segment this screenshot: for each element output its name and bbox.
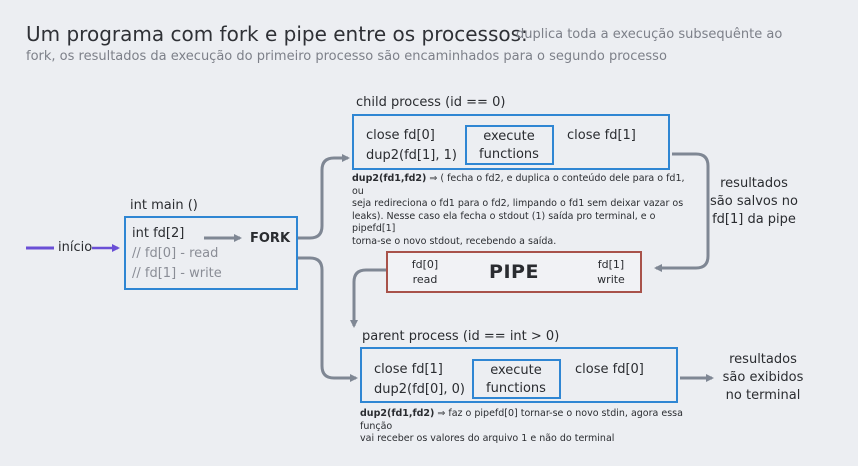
child-note-bold: dup2(fd1,fd2) (352, 173, 427, 184)
child-close-read: close fd[0] (366, 128, 435, 143)
child-close-write: close fd[1] (567, 128, 636, 143)
parent-note-bold: dup2(fd1,fd2) (360, 408, 435, 419)
main-fd-declaration: int fd[2] (132, 226, 185, 241)
diagram-title: Um programa com fork e pipe entre os pro… (26, 22, 528, 46)
parent-functions-label: functions (486, 381, 546, 396)
child-note-line-3: leaks). Nesse caso ela fecha o stdout (1… (352, 210, 656, 235)
fork-label: FORK (250, 231, 291, 246)
main-comment-write: // fd[1] - write (132, 266, 222, 281)
pipe-box: fd[0] read PIPE fd[1] write (386, 251, 642, 293)
pipe-read-label: read (412, 273, 438, 286)
parent-process-header: parent process (id == int > 0) (362, 329, 560, 344)
start-label: início (58, 240, 93, 255)
pipe-write-end: fd[1] write (594, 257, 628, 287)
main-box: int fd[2] // fd[0] - read // fd[1] - wri… (124, 216, 298, 290)
parent-execute-box: execute functions (472, 359, 561, 399)
subtitle-line-1: duplica toda a execução subsequênte ao (516, 27, 783, 42)
child-functions-label: functions (479, 147, 539, 162)
child-note-line-1: ⇒ ( fecha o fd2, e duplica o conteúdo de… (352, 173, 685, 197)
main-to-parent-arrow (298, 256, 358, 382)
parent-result-line-2: são exibidos (722, 370, 804, 385)
parent-close-write: close fd[1] (374, 362, 443, 377)
main-comment-read: // fd[0] - read (132, 246, 219, 261)
parent-dup2: dup2(fd[0], 0) (374, 382, 465, 397)
parent-note-line-2: vai receber os valores do arquivo 1 e nã… (360, 433, 615, 444)
child-result-line-3: fd[1] da pipe (712, 212, 796, 227)
pipe-fd1-label: fd[1] (597, 258, 625, 271)
child-dup2-note: dup2(fd1,fd2) ⇒ ( fecha o fd2, e duplica… (352, 173, 692, 248)
child-note-line-2: seja redireciona o fd1 para o fd2, limpa… (352, 198, 684, 209)
parent-result-line-3: no terminal (725, 388, 801, 403)
main-header: int main () (130, 198, 198, 213)
parent-result-line-1: resultados (729, 352, 797, 367)
child-to-pipe-arrow (654, 152, 710, 272)
pipe-fd0-label: fd[0] (411, 258, 439, 271)
child-execute-label: execute (483, 129, 535, 144)
child-result-line-1: resultados (720, 176, 788, 191)
parent-result-text: resultados são exibidos no terminal (716, 351, 810, 405)
child-note-line-4: torna-se o novo stdout, recebendo a saíd… (352, 235, 557, 247)
pipe-to-parent-arrow (350, 268, 386, 328)
child-result-text: resultados são salvos no fd[1] da pipe (708, 175, 800, 229)
parent-close-read: close fd[0] (575, 362, 644, 377)
parent-dup2-note: dup2(fd1,fd2) ⇒ faz o pipefd[0] tornar-s… (360, 408, 700, 446)
child-result-line-2: são salvos no (710, 194, 798, 209)
pipe-read-end: fd[0] read (408, 257, 442, 287)
child-process-box: close fd[0] dup2(fd[1], 1) execute funct… (352, 114, 670, 170)
child-dup2: dup2(fd[1], 1) (366, 148, 457, 163)
pipe-title: PIPE (489, 261, 539, 283)
parent-execute-label: execute (490, 363, 542, 378)
pipe-write-label: write (597, 273, 625, 286)
child-process-header: child process (id == 0) (356, 95, 506, 110)
child-execute-box: execute functions (465, 125, 554, 165)
subtitle-line-2: fork, os resultados da execução do prime… (26, 49, 667, 64)
parent-process-box: close fd[1] dup2(fd[0], 0) execute funct… (360, 347, 678, 403)
main-to-child-arrow (298, 154, 350, 240)
parent-note-line-1: ⇒ faz o pipefd[0] tornar-se o novo stdin… (360, 408, 683, 432)
